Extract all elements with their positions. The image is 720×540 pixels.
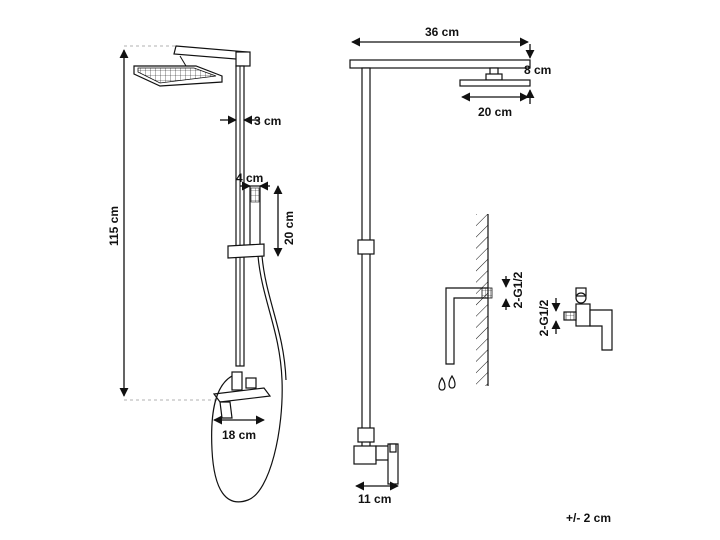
wall-offset-label: 11 cm [358, 492, 391, 506]
wall-connection-detail: 2-G1/2 [438, 214, 525, 391]
dimension-total-height: 115 cm [107, 49, 129, 397]
thread-mixer-label: 2-G1/2 [537, 299, 551, 336]
head-size-label: 20 cm [478, 105, 512, 119]
shower-side-elevation [349, 59, 531, 485]
dimension-handshower-width: 4 cm [236, 171, 270, 191]
dimension-pipe-diameter: 3 cm [220, 114, 281, 128]
arm-drop-label: 8 cm [524, 63, 551, 77]
dimension-mixer-width: 18 cm [213, 415, 265, 442]
dimension-wall-offset: 11 cm [355, 481, 399, 506]
handshower-length-label: 20 cm [282, 211, 296, 245]
dimension-head-size: 20 cm [461, 92, 529, 119]
dimension-arm-length: 36 cm [351, 25, 529, 47]
dimension-arm-drop: 8 cm [524, 44, 551, 104]
tolerance-label: +/- 2 cm [566, 511, 611, 525]
mixer-width-label: 18 cm [222, 428, 256, 442]
water-drop-icon [438, 376, 446, 391]
total-height-label: 115 cm [107, 206, 121, 246]
shower-column-perspective [124, 45, 287, 503]
dimension-handshower-length: 20 cm [273, 185, 296, 257]
arm-length-label: 36 cm [425, 25, 459, 39]
mixer-connection-detail: 2-G1/2 [537, 287, 613, 351]
pipe-diameter-label: 3 cm [254, 114, 281, 128]
thread-wall-label: 2-G1/2 [511, 271, 525, 308]
handshower-width-label: 4 cm [236, 171, 263, 185]
water-drop-icon [448, 374, 456, 389]
